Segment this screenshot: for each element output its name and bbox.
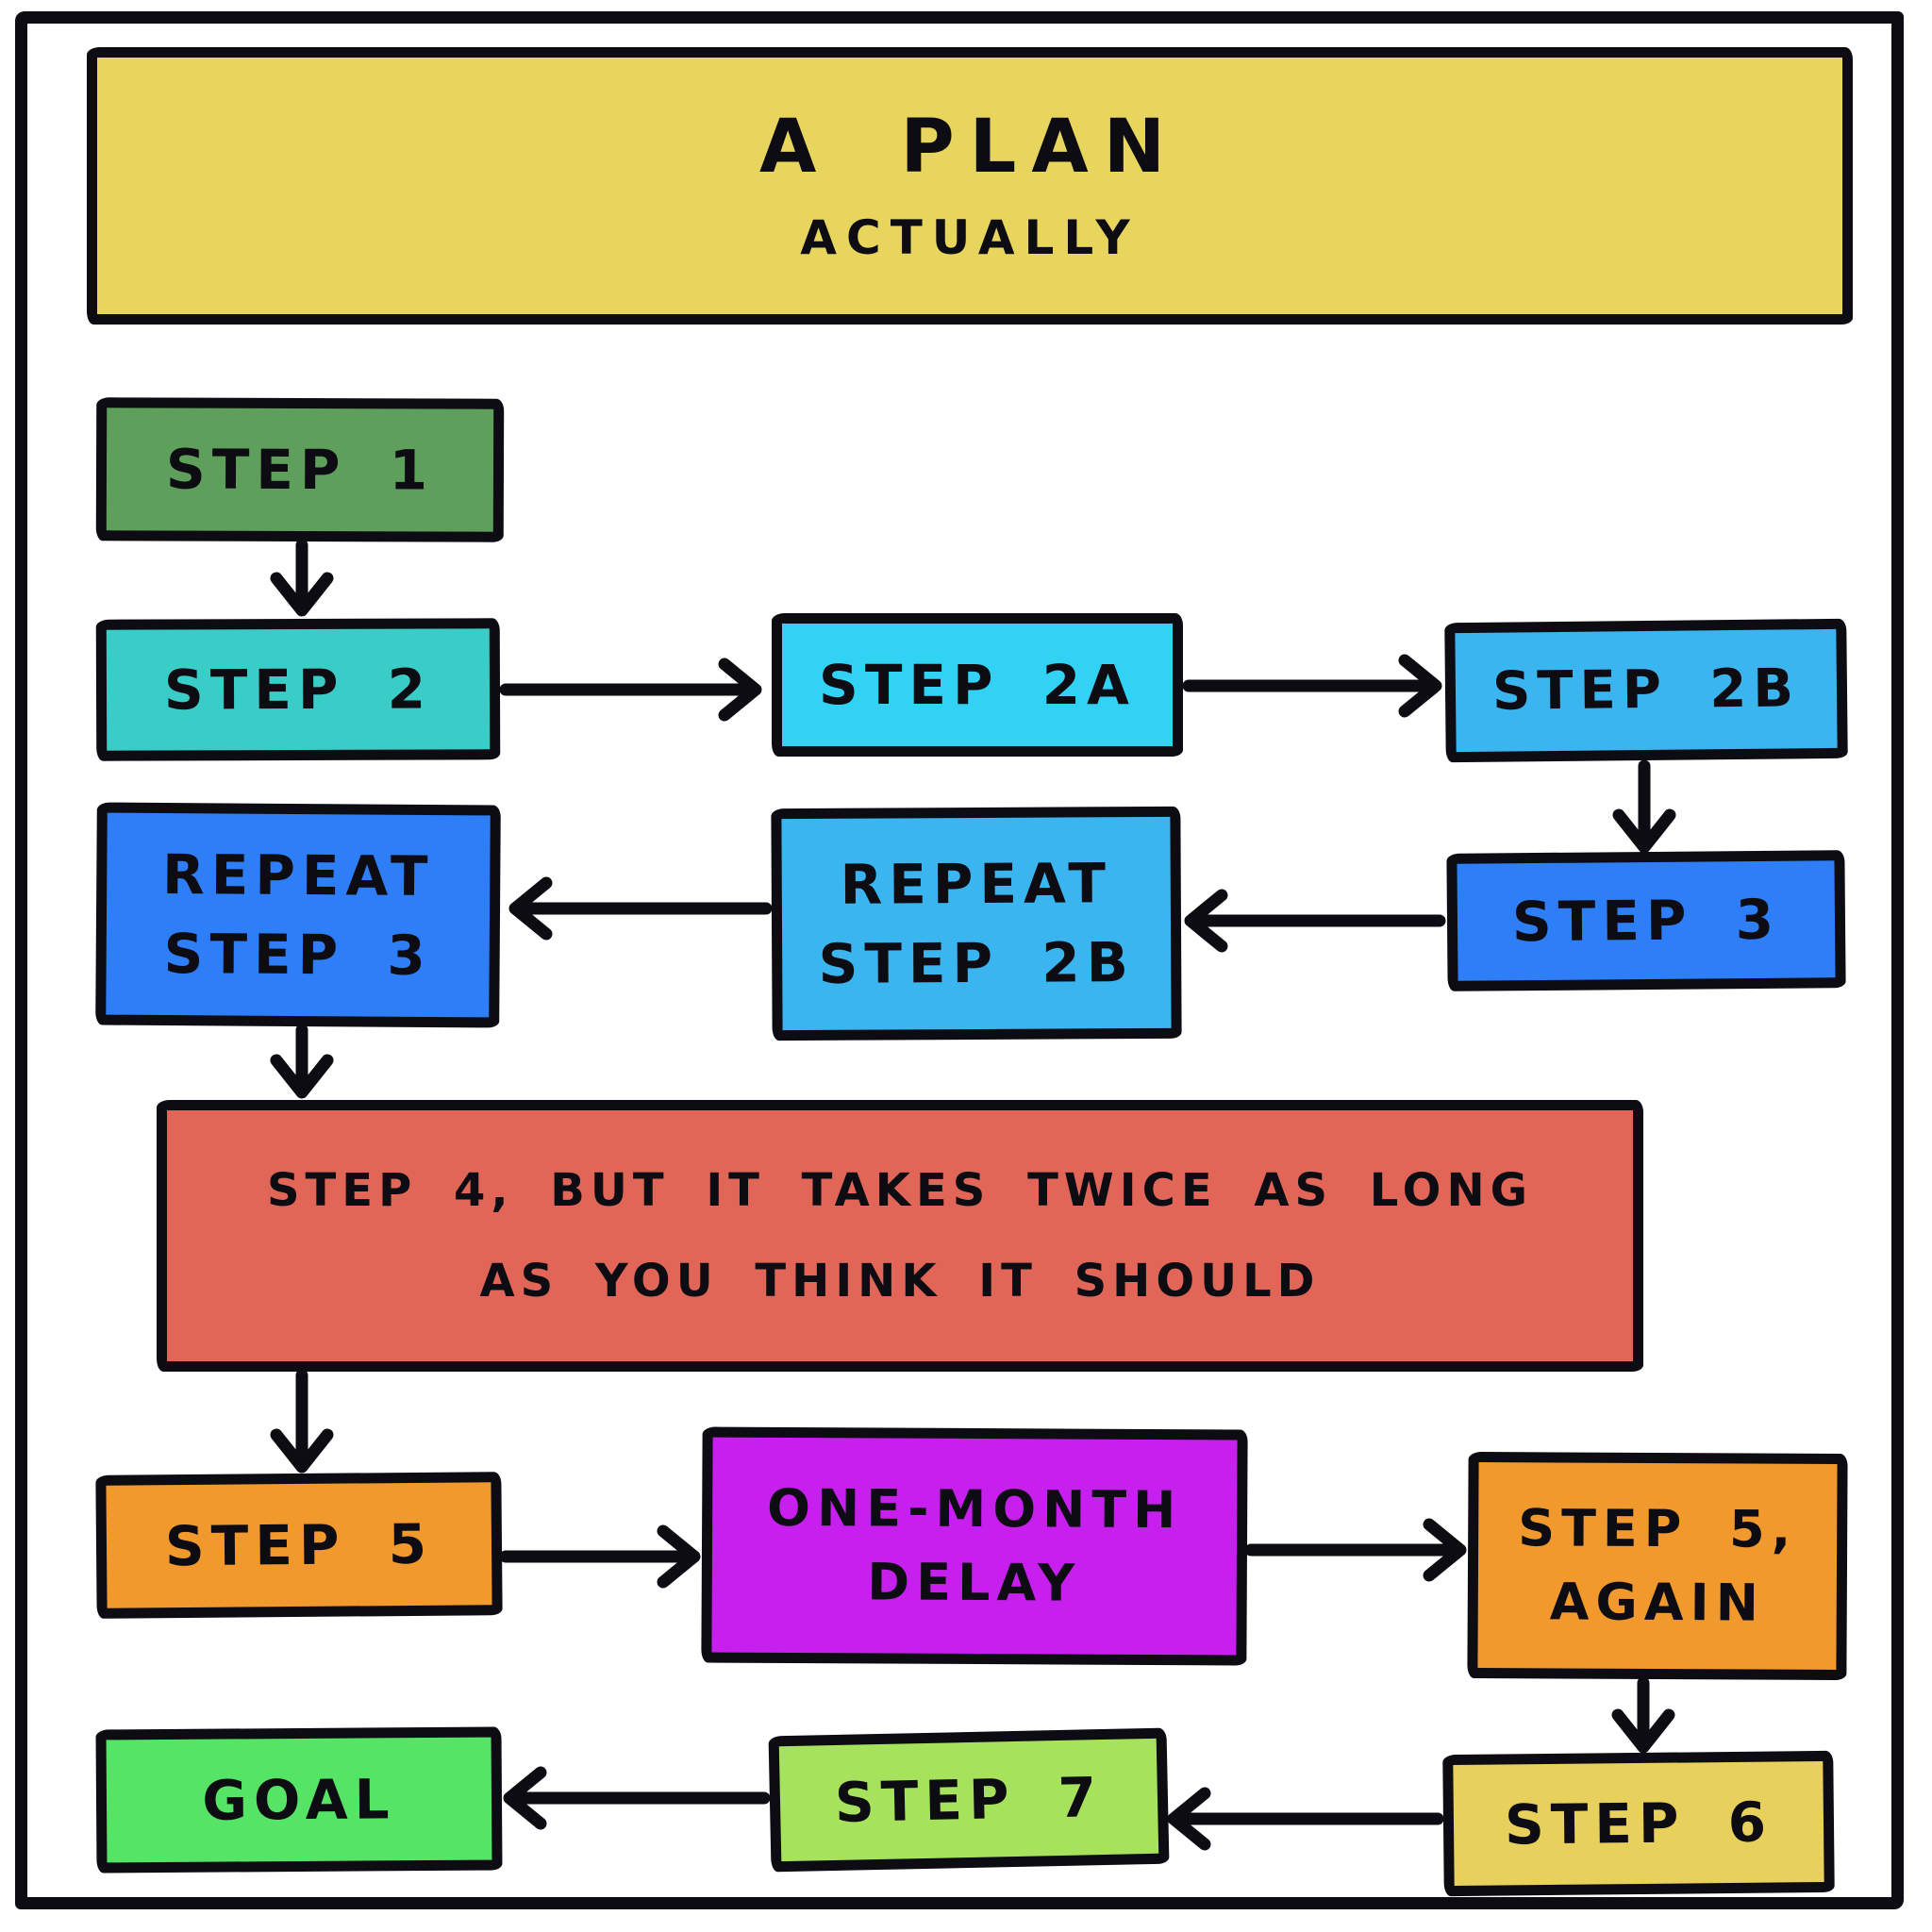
node-step-6: STEP 6 xyxy=(1442,1750,1835,1897)
node-step-7: STEP 7 xyxy=(768,1727,1170,1873)
node-step-1: STEP 1 xyxy=(95,397,505,542)
node-goal-label: GOAL xyxy=(202,1767,396,1833)
node-repeat-step-3: REPEAT STEP 3 xyxy=(95,802,501,1028)
node-step-5: STEP 5 xyxy=(95,1472,503,1619)
node-step-3: STEP 3 xyxy=(1446,850,1846,991)
node-step-4-label: STEP 4, BUT IT TAKES TWICE AS LONG AS YO… xyxy=(266,1164,1534,1307)
node-repeat-step-3-label: REPEAT STEP 3 xyxy=(161,841,435,988)
node-step-6-label: STEP 6 xyxy=(1504,1790,1774,1857)
node-step-2b: STEP 2B xyxy=(1444,618,1848,763)
node-step-2b-label: STEP 2B xyxy=(1491,658,1801,724)
node-step-2a: STEP 2A xyxy=(772,613,1183,757)
title-line2: ACTUALLY xyxy=(800,210,1140,266)
title-line1: A PLAN xyxy=(758,104,1181,190)
node-goal: GOAL xyxy=(95,1726,503,1874)
node-step-1-label: STEP 1 xyxy=(165,437,435,503)
node-step-7-label: STEP 7 xyxy=(834,1764,1104,1835)
outer-frame xyxy=(15,11,1904,1909)
node-step-5-again: STEP 5, AGAIN xyxy=(1467,1451,1848,1681)
title-banner: A PLAN ACTUALLY xyxy=(87,47,1853,325)
node-step-2: STEP 2 xyxy=(95,618,501,761)
node-repeat-step-2b-label: REPEAT STEP 2B xyxy=(818,851,1136,996)
node-step-2a-label: STEP 2A xyxy=(819,652,1136,717)
node-step-3-label: STEP 3 xyxy=(1511,887,1781,955)
node-one-month-delay-label: ONE-MONTH DELAY xyxy=(766,1477,1183,1613)
node-one-month-delay: ONE-MONTH DELAY xyxy=(701,1426,1248,1666)
node-step-4: STEP 4, BUT IT TAKES TWICE AS LONG AS YO… xyxy=(157,1100,1643,1372)
node-repeat-step-2b: REPEAT STEP 2B xyxy=(771,806,1182,1041)
node-step-5-again-label: STEP 5, AGAIN xyxy=(1517,1497,1798,1633)
node-step-2-label: STEP 2 xyxy=(163,657,433,723)
node-step-5-label: STEP 5 xyxy=(164,1511,434,1579)
